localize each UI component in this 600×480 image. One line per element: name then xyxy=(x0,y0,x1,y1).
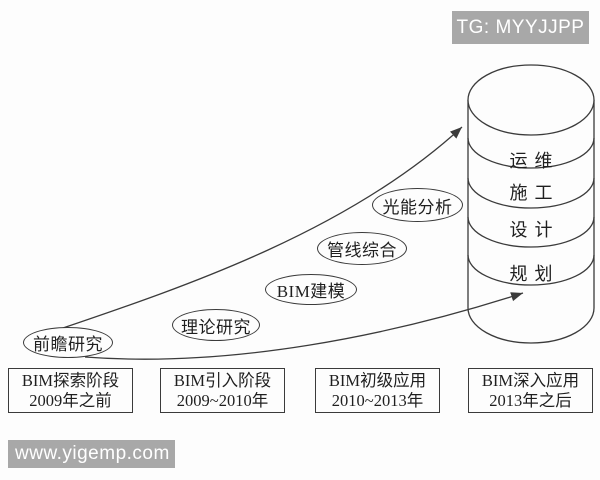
cylinder-top-ellipse xyxy=(467,64,595,136)
cylinder-layer-construction: 施工 xyxy=(509,183,560,203)
cylinder-layer-design: 设计 xyxy=(509,220,560,240)
cylinder-divider-arc-4 xyxy=(467,254,595,286)
cylinder-divider-arc-2 xyxy=(467,177,595,209)
baseline-curve-arrow xyxy=(84,292,524,360)
stage-name: BIM引入阶段 xyxy=(173,370,272,390)
stage-period: 2013年之后 xyxy=(489,390,572,410)
cylinder-shape xyxy=(467,64,595,344)
bubble-bim-modeling-label: BIM建模 xyxy=(276,282,346,301)
bubble-pipeline-integration-label: 管线综合 xyxy=(327,241,397,260)
bubble-forward-research: 前瞻研究 xyxy=(23,327,113,358)
stage-name: BIM深入应用 xyxy=(481,370,580,390)
cylinder-layer-operations: 运维 xyxy=(509,151,560,171)
bubble-bim-modeling: BIM建模 xyxy=(265,274,357,305)
bubble-light-analysis-label: 光能分析 xyxy=(382,197,453,217)
stage-box-deep-application: BIM深入应用 2013年之后 xyxy=(468,368,593,413)
site-watermark: www.yigemp.com xyxy=(8,440,175,468)
stage-box-introduction: BIM引入阶段 2009~2010年 xyxy=(160,368,285,413)
bubble-theory-research: 理论研究 xyxy=(172,309,260,341)
bubble-light-analysis: 光能分析 xyxy=(372,188,463,222)
stage-period: 2010~2013年 xyxy=(331,390,424,410)
cylinder-layer-planning: 规划 xyxy=(509,264,560,284)
stage-period: 2009~2010年 xyxy=(176,390,269,410)
cylinder-bottom-arc xyxy=(467,307,595,344)
stage-box-primary-application: BIM初级应用 2010~2013年 xyxy=(315,368,440,413)
cylinder-divider-arc-3 xyxy=(467,216,595,248)
cylinder-divider-arc-1 xyxy=(467,137,595,169)
bubble-pipeline-integration: 管线综合 xyxy=(317,232,407,265)
stage-box-exploration: BIM探索阶段 2009年之前 xyxy=(8,368,133,413)
growth-curve-arrow xyxy=(59,126,463,330)
bubble-theory-research-label: 理论研究 xyxy=(181,317,251,337)
stage-period: 2009年之前 xyxy=(29,390,112,410)
stage-name: BIM探索阶段 xyxy=(21,370,120,390)
bubble-forward-research-label: 前瞻研究 xyxy=(33,335,103,354)
telegram-tag-badge: TG: MYYJJPP xyxy=(452,11,589,44)
stage-name: BIM初级应用 xyxy=(328,370,427,390)
